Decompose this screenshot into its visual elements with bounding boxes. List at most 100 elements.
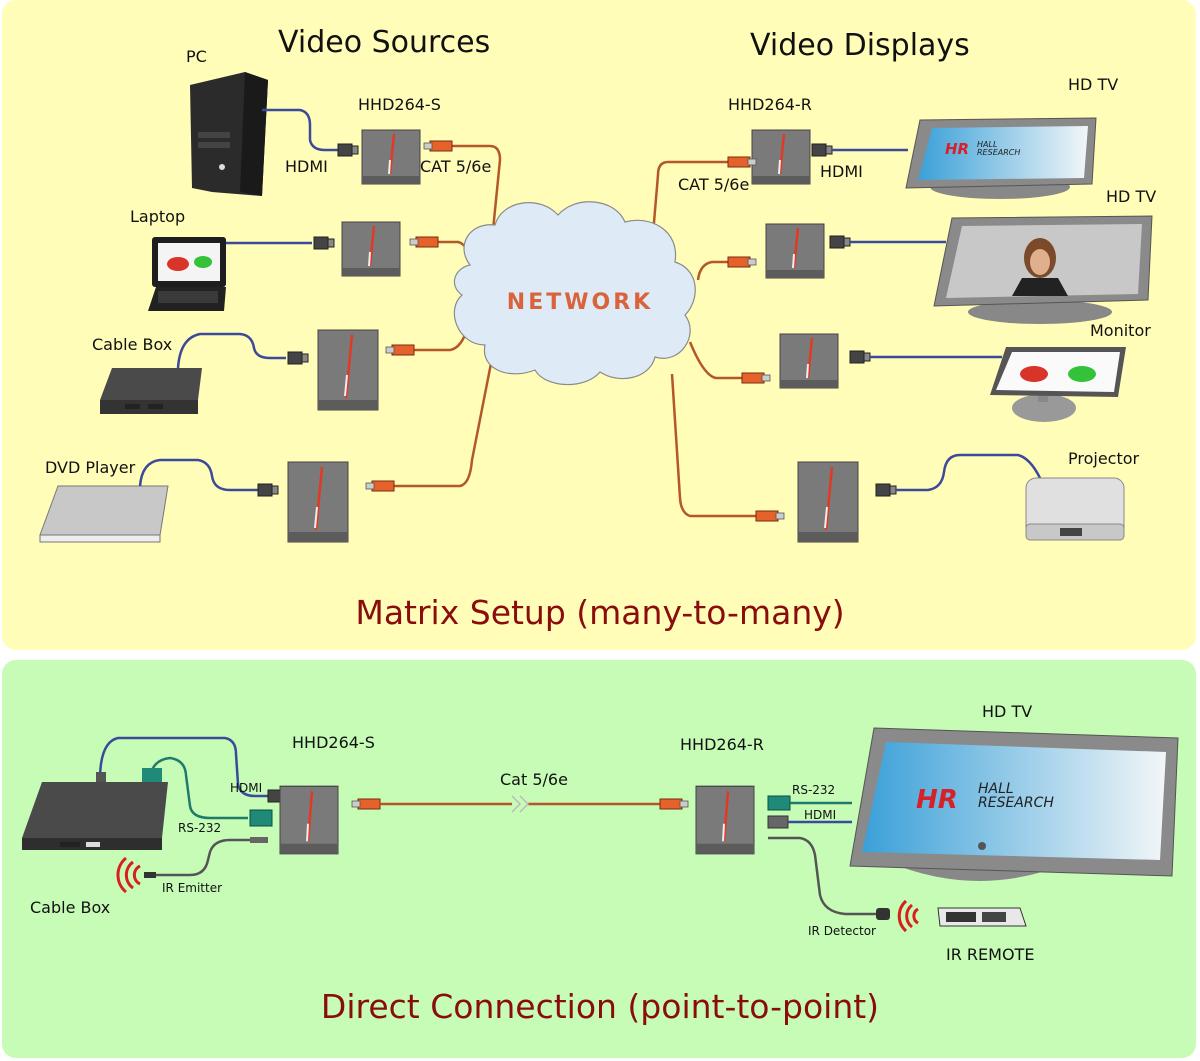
hhd264-s-sender: [340, 220, 402, 278]
matrix-setup-title: Matrix Setup (many-to-many): [355, 593, 844, 632]
hdmi-connector: [829, 235, 851, 249]
hdmi-cable: [896, 453, 1042, 492]
cat-cable: [430, 144, 502, 241]
ir-signal-icon: [897, 899, 919, 933]
displays-heading: Video Displays: [750, 28, 970, 63]
logo-text: HALL: [977, 140, 997, 149]
hhd264-r-receiver: [750, 128, 812, 186]
source-label: Cable Box: [30, 898, 110, 917]
cat-cable: [696, 260, 746, 281]
ir-remote-label: IR REMOTE: [946, 945, 1034, 964]
cable-break-icon: [511, 795, 530, 813]
logo-text: RESEARCH: [977, 148, 1020, 157]
rj45-connector: [423, 140, 453, 152]
hhd264-r-receiver: [796, 460, 860, 544]
hhd264-s-sender: [278, 784, 340, 856]
rj45-connector: [385, 344, 415, 356]
hdmi-label: HDMI: [230, 781, 262, 795]
sources-heading: Video Sources: [278, 25, 490, 60]
rj45-connector: [659, 798, 689, 810]
hdmi-connector: [337, 143, 359, 157]
source-cable-box: Cable Box: [92, 328, 415, 414]
source-dvd-player: DVD Player: [39, 458, 395, 544]
hdtv-icon: HR HALL RESEARCH: [849, 727, 1179, 881]
dvd-player-icon: [39, 485, 169, 543]
hdmi-connector: [96, 772, 106, 782]
ir-emitter-icon: [116, 856, 156, 894]
hhd264-s-sender: [316, 328, 380, 412]
hdmi-label: HDMI: [820, 162, 863, 181]
display-label: HD TV: [1068, 75, 1118, 94]
direct-connection-title: Direct Connection (point-to-point): [321, 987, 879, 1026]
hhd264-r-receiver: [764, 222, 826, 280]
source-label: Laptop: [130, 207, 185, 226]
rj45-connector: [755, 510, 785, 522]
rj45-connector: [741, 372, 771, 384]
hdmi-label: HDMI: [285, 157, 328, 176]
hhd264-r-receiver: [778, 332, 840, 390]
display-projector: Projector: [755, 449, 1140, 544]
rs232-connector: [249, 809, 273, 827]
display-label: HD TV: [1106, 187, 1156, 206]
source-label: PC: [186, 47, 207, 66]
hdtv-icon: HR HALL RESEARCH: [905, 117, 1097, 199]
hdmi-connector: [313, 236, 335, 250]
display-monitor: Monitor: [741, 321, 1151, 422]
rs232-label: RS-232: [178, 821, 221, 835]
logo-text: HALL: [978, 781, 1014, 797]
projector-icon: [1025, 477, 1125, 541]
rj45-connector: [409, 236, 439, 248]
cat-cable: [688, 341, 762, 380]
ir-emitter-label: IR Emitter: [162, 881, 222, 895]
source-laptop: Laptop: [130, 207, 439, 311]
logo-mark: HR: [945, 140, 969, 158]
display-hdtv-1: HD TV HHD264-R CAT 5/6e HDMI HR HALL RES…: [678, 75, 1118, 199]
hdmi-label: HDMI: [804, 808, 836, 822]
source-pc: PC HDMI HHD264-S CAT 5/6e: [186, 47, 491, 196]
hdmi-connector: [849, 350, 871, 364]
hdmi-connector: [287, 351, 309, 365]
cat-cable: [378, 337, 498, 488]
cat-cable: [650, 160, 742, 247]
source-label: DVD Player: [45, 458, 136, 477]
rs232-connector: [142, 768, 162, 782]
display-label: Projector: [1068, 449, 1140, 468]
sender-model-label: HHD264-S: [292, 733, 375, 752]
rj45-connector: [365, 480, 395, 492]
hdmi-cable: [262, 108, 340, 152]
hdmi-connector: [257, 483, 279, 497]
display-label: Monitor: [1090, 321, 1151, 340]
logo-mark: HR: [916, 785, 958, 815]
hdmi-cable: [138, 458, 258, 492]
rj45-connector: [351, 798, 381, 810]
hhd264-s-sender: [286, 460, 350, 544]
cat-label: Cat 5/6e: [500, 770, 568, 789]
logo-text: RESEARCH: [978, 795, 1054, 811]
hdmi-cable: [176, 332, 286, 369]
ir-detector-label: IR Detector: [808, 924, 876, 938]
receiver-model-label: HHD264-R: [680, 735, 764, 754]
rs232-connector: [767, 795, 791, 811]
laptop-icon: [148, 237, 226, 311]
sender-model-label: HHD264-S: [358, 95, 441, 114]
ir-detector-cable: [768, 836, 878, 916]
direct-source-cable-box: Cable Box: [22, 782, 168, 917]
cable-box-icon: [100, 368, 202, 414]
hhd264-r-receiver: [694, 784, 756, 856]
hdtv-icon: [933, 215, 1153, 324]
ir-emitter-cable: [150, 838, 250, 877]
rs232-cable: [148, 756, 248, 820]
monitor-icon: [990, 347, 1126, 422]
rs232-label: RS-232: [792, 783, 835, 797]
ir-connector: [250, 837, 268, 843]
hhd264-s-sender: [360, 128, 422, 186]
hdmi-connector: [767, 815, 789, 829]
pc-tower-icon: [190, 72, 268, 196]
ir-remote-icon: [937, 907, 1027, 927]
cat-cable: [670, 373, 764, 518]
ir-detector-icon: [876, 908, 890, 920]
cat-label: CAT 5/6e: [678, 175, 749, 194]
hdmi-connector: [875, 483, 897, 497]
hdmi-connector: [811, 143, 833, 157]
network-label: NETWORK: [507, 290, 653, 315]
